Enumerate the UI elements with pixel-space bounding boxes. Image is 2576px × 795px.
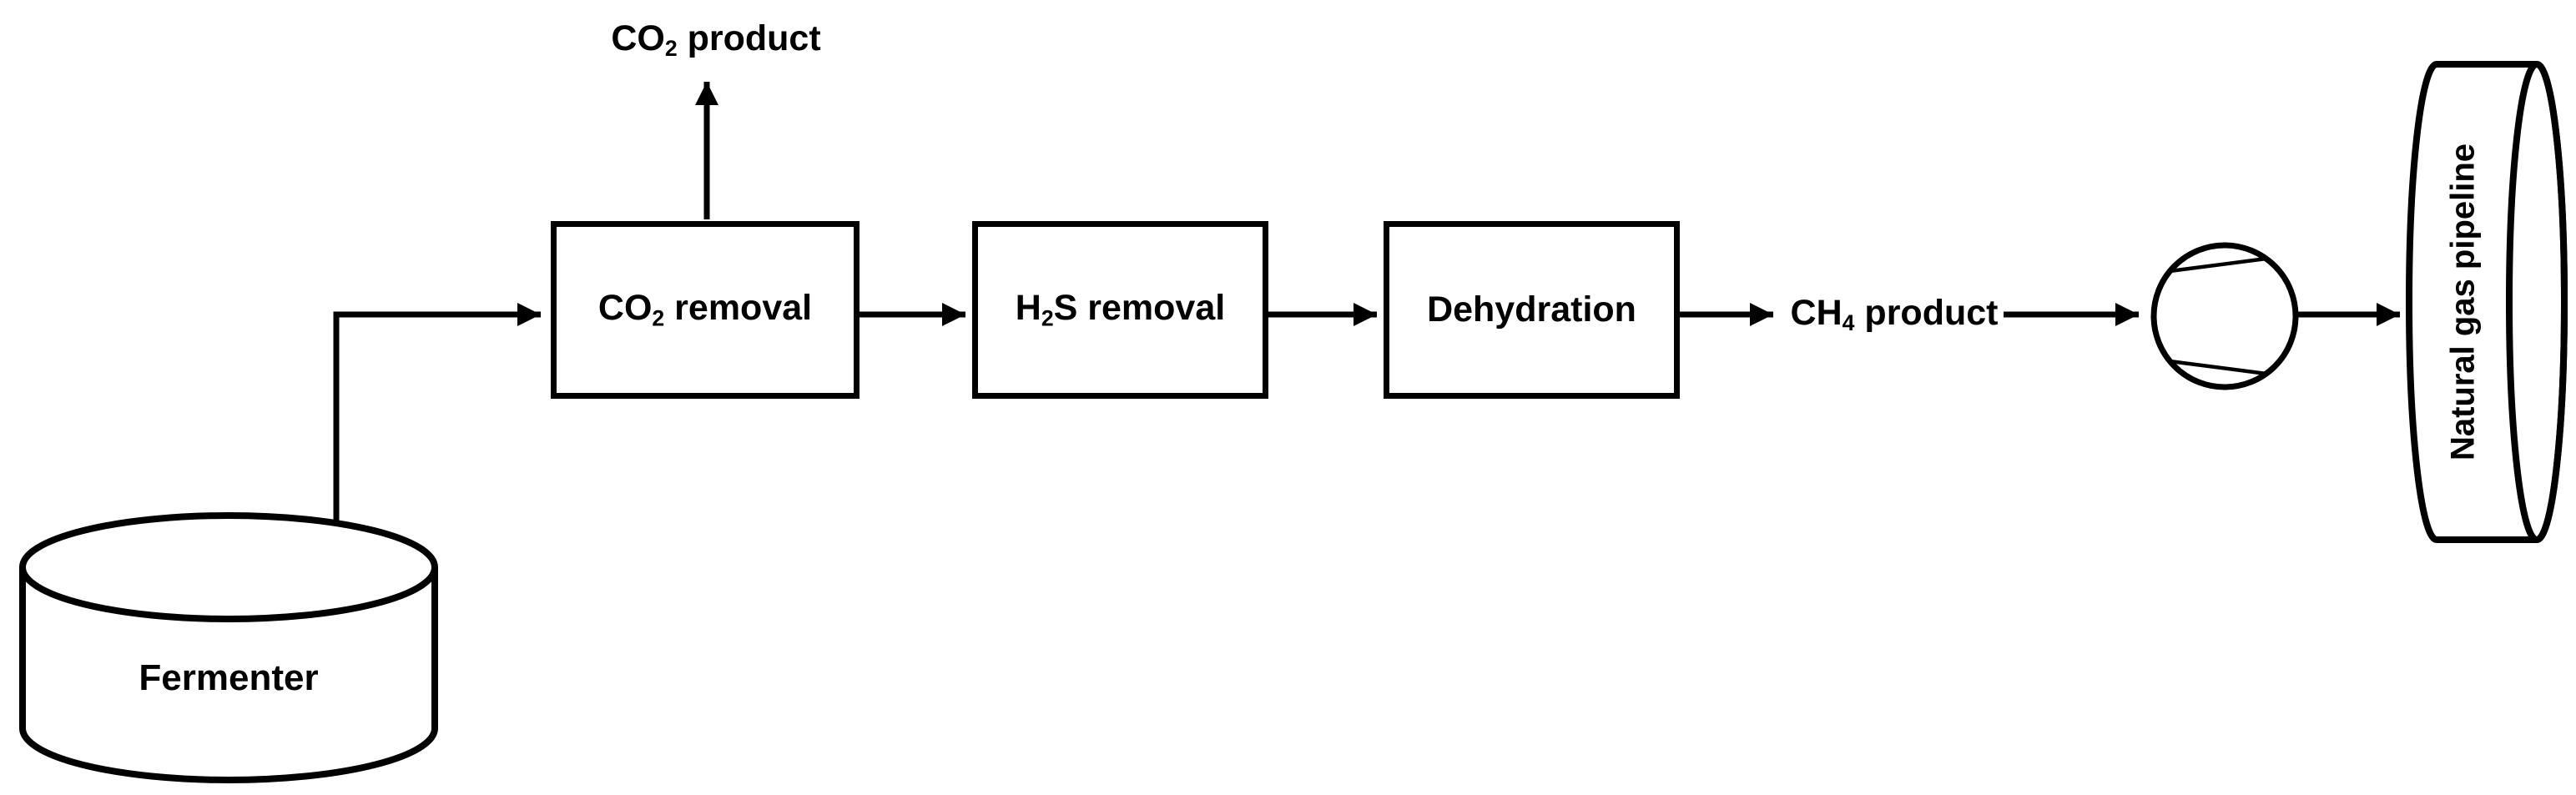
fermenter-cylinder-icon bbox=[19, 512, 438, 783]
node-dehydration: Dehydration bbox=[1384, 221, 1680, 399]
node-co2-removal: CO2 removal bbox=[551, 221, 860, 399]
node-fermenter-label: Fermenter bbox=[139, 657, 319, 698]
stream-label-ch4-product: CH4 product bbox=[1790, 292, 1999, 336]
pipeline-cylinder-icon bbox=[2406, 61, 2568, 543]
node-pipeline-label: Natural gas pipeline bbox=[2444, 143, 2482, 461]
arrow-fermenter-to-co2-removal bbox=[333, 303, 541, 526]
stream-label-co2-product: CO2 product bbox=[611, 18, 821, 62]
node-h2s-removal: H2S removal bbox=[972, 221, 1268, 399]
compressor-icon bbox=[2150, 242, 2299, 390]
node-co2-removal-label: CO2 removal bbox=[597, 288, 813, 331]
node-h2s-removal-label: H2S removal bbox=[1015, 288, 1226, 331]
node-dehydration-label: Dehydration bbox=[1427, 289, 1636, 330]
